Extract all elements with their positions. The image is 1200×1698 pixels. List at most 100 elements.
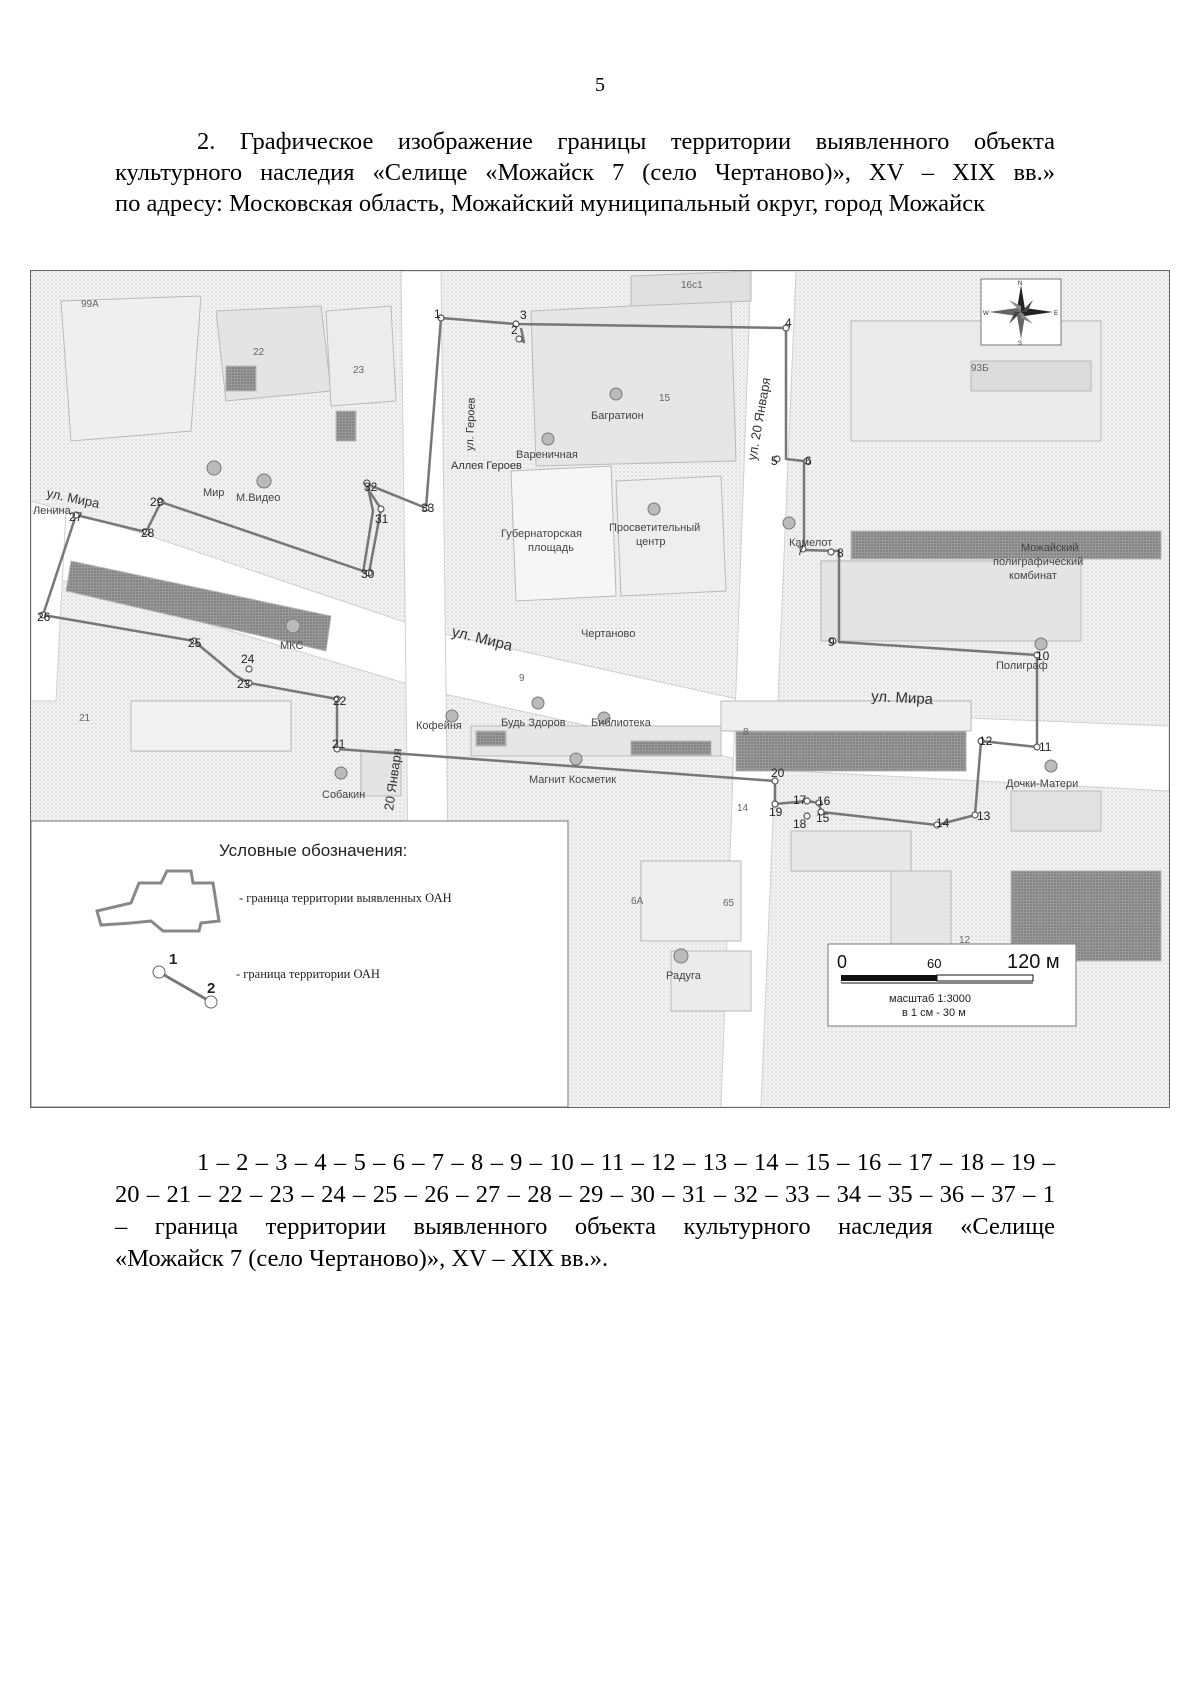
vertex-label: 10 <box>1036 649 1050 663</box>
vertex-label: 14 <box>936 816 950 830</box>
building-number: 21 <box>79 713 91 724</box>
building-number: 16с1 <box>681 280 703 291</box>
compass-rose-icon: N S W E <box>980 278 1062 347</box>
legend-item-oan: - граница территории ОАН <box>236 967 380 981</box>
street-label: ул. Героев <box>464 397 478 451</box>
vertex-label: 31 <box>375 512 389 526</box>
place-label: Просветительный <box>609 522 700 534</box>
building-number: 6А <box>631 896 644 907</box>
map-legend: Условные обозначения: - граница территор… <box>31 820 569 1107</box>
place-label: Можайский <box>1021 542 1079 554</box>
page-number: 5 <box>595 74 605 96</box>
building-number: 22 <box>253 347 265 358</box>
sequence-line-3: – граница территории выявленного объекта… <box>115 1213 1055 1240</box>
vertex-label: 11 <box>1039 740 1052 754</box>
vertex-label: 32 <box>364 480 378 494</box>
scale-per-cm: в 1 см - 30 м <box>902 1007 966 1019</box>
vertex-label: 25 <box>188 636 202 650</box>
place-label: Камелот <box>789 537 832 549</box>
building-number: 15 <box>659 393 671 404</box>
place-label: Библиотека <box>591 717 652 729</box>
building-number: 23 <box>353 365 365 376</box>
vertex-label: 1 <box>434 307 441 321</box>
heading-line-2: культурного наследия «Селище «Можайск 7 … <box>115 159 1055 186</box>
boundary-vertices <box>39 314 1041 829</box>
compass-north-label: N <box>1018 281 1022 287</box>
vertex-label: 24 <box>241 652 255 666</box>
building-number: 99А <box>81 299 99 310</box>
place-label: Будь Здоров <box>501 717 566 729</box>
vertex-label: 33 <box>421 501 435 515</box>
vertex-label: 18 <box>793 817 807 831</box>
vertex-label: 6 <box>805 454 812 468</box>
vertex-label: 30 <box>361 567 375 581</box>
place-label: площадь <box>528 542 574 554</box>
legend-title: Условные обозначения: <box>219 841 407 860</box>
compass-east-label: E <box>1054 311 1058 317</box>
vertex-label: 22 <box>333 694 347 708</box>
vertex-label: 27 <box>69 510 83 524</box>
legend-vertex-symbol <box>152 965 166 979</box>
building-number: 14 <box>737 803 749 814</box>
place-label: центр <box>636 536 666 548</box>
boundary-map: 1 2 3 4 5 6 7 8 9 10 11 12 13 14 15 16 1… <box>30 270 1170 1108</box>
vertex-label: 17 <box>793 793 807 807</box>
vertex-label: 12 <box>979 734 993 748</box>
vertex-label: 23 <box>237 677 251 691</box>
scale-tick-label: 60 <box>927 956 941 971</box>
street-label: Аллея Героев <box>451 460 522 472</box>
section-heading: 2. Графическое изображение границы терри… <box>115 126 1055 219</box>
vertex-label: 2 <box>511 323 518 337</box>
place-label: Радуга <box>666 970 702 982</box>
scale-ratio: масштаб 1:3000 <box>889 993 971 1005</box>
legend-sample-label: 2 <box>207 980 215 997</box>
place-label: Мир <box>203 487 224 499</box>
vertex-label: 28 <box>141 526 155 540</box>
place-label: Чертаново <box>581 628 635 640</box>
building-number: 93Б <box>971 363 989 374</box>
vertex-label: 26 <box>37 610 51 624</box>
building-number: 8 <box>743 727 749 738</box>
legend-sample-label: 1 <box>169 951 177 968</box>
boundary-sequence-text: 1 – 2 – 3 – 4 – 5 – 6 – 7 – 8 – 9 – 10 –… <box>115 1147 1055 1275</box>
building-number: 65 <box>723 898 735 909</box>
place-label: Кофейня <box>416 720 462 732</box>
place-label: МКС <box>280 640 303 652</box>
place-label: Собакин <box>322 789 365 801</box>
place-label: Магнит Косметик <box>529 774 616 786</box>
scale-tick-label: 0 <box>837 952 847 972</box>
vertex-label: 8 <box>837 546 844 560</box>
vertex-label: 21 <box>332 737 346 751</box>
heading-line-3: по адресу: Московская область, Можайский… <box>115 190 986 217</box>
vertex-label: 5 <box>771 454 778 468</box>
place-label: М.Видео <box>236 492 280 504</box>
place-label: Вареничная <box>516 449 578 461</box>
legend-area-symbol <box>95 869 221 933</box>
building-number: 9 <box>519 673 525 684</box>
vertex-label: 13 <box>977 809 991 823</box>
vertex-label: 15 <box>816 811 830 825</box>
sequence-line-4: «Можайск 7 (село Чертаново)», XV – XIX в… <box>115 1245 609 1272</box>
sequence-line-1: 1 – 2 – 3 – 4 – 5 – 6 – 7 – 8 – 9 – 10 –… <box>197 1149 1055 1176</box>
vertex-label: 19 <box>769 805 783 819</box>
street-label: ул. Мира <box>871 688 934 708</box>
place-label: комбинат <box>1009 570 1057 582</box>
vertex-label: 9 <box>828 635 835 649</box>
sequence-line-2: 20 – 21 – 22 – 23 – 24 – 25 – 26 – 27 – … <box>115 1181 1055 1208</box>
vertex-label: 29 <box>150 495 164 509</box>
building-number: 12 <box>959 935 971 946</box>
place-label: Полиграф <box>996 660 1048 672</box>
vertex-label: 20 <box>771 766 785 780</box>
legend-item-identified: - граница территории выявленных ОАН <box>239 891 452 905</box>
vertex-label: 3 <box>520 308 527 322</box>
vertex-label: 7 <box>797 544 804 558</box>
place-label: Дочки-Матери <box>1006 778 1078 790</box>
legend-vertex-symbol <box>204 995 218 1009</box>
place-label: Багратион <box>591 410 644 422</box>
scale-bar: 0 60 120 м масштаб 1:3000 в 1 см - 30 м <box>827 943 1077 1027</box>
compass-south-label: S <box>1018 341 1022 347</box>
place-label: полиграфический <box>993 556 1083 568</box>
scale-tick-label: 120 м <box>1007 951 1060 973</box>
vertex-label: 16 <box>817 794 831 808</box>
